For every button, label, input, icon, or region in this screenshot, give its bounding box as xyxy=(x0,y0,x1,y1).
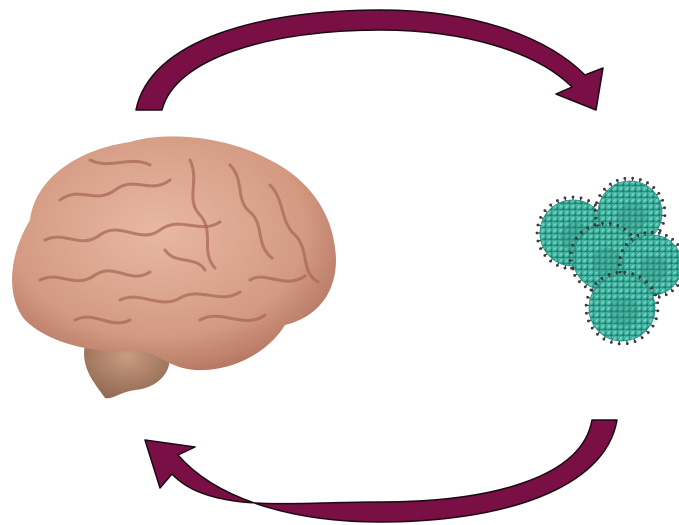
top-arrow-body xyxy=(136,10,603,110)
bottom-arrow-body xyxy=(145,420,617,522)
bottom-arrow xyxy=(145,420,617,522)
top-arrow xyxy=(136,10,603,110)
cerebrum xyxy=(12,136,336,370)
brain-icon xyxy=(12,136,336,398)
virus-cluster-icon xyxy=(536,177,679,346)
